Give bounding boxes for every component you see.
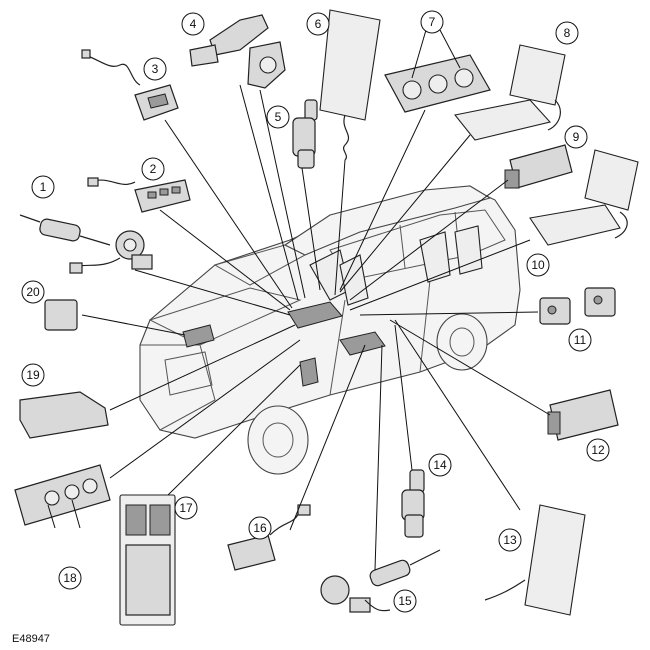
leader-lines	[47, 29, 551, 571]
callout-20: 20	[21, 280, 45, 304]
callout-9: 9	[564, 125, 588, 149]
component-12-module	[547, 389, 619, 441]
callout-number: 18	[63, 571, 77, 585]
component-9-control-module	[504, 144, 573, 189]
callout-8: 8	[555, 21, 579, 45]
callout-circle	[266, 105, 290, 129]
component-11-relays	[539, 287, 616, 325]
component-4-seat-module	[189, 14, 286, 89]
callout-5: 5	[266, 105, 290, 129]
callout-circle	[393, 589, 417, 613]
callout-number: 9	[573, 130, 580, 144]
component-8-rear-heater-mat	[454, 44, 566, 141]
component-16-seat-switch	[227, 504, 311, 571]
callout-number: 5	[275, 110, 282, 124]
callout-number: 15	[398, 594, 412, 608]
callout-circle	[141, 157, 165, 181]
callout-circle	[174, 496, 198, 520]
component-18-control-panel	[14, 464, 111, 526]
callout-19: 19	[21, 363, 45, 387]
callout-15: 15	[393, 589, 417, 613]
component-5-lumbar-motor	[292, 99, 318, 169]
callout-circle	[428, 453, 452, 477]
callout-12: 12	[586, 438, 610, 462]
callout-circle	[248, 516, 272, 540]
callout-number: 19	[26, 368, 40, 382]
callout-number: 12	[591, 443, 605, 457]
component-6-seat-heater-mat	[319, 9, 381, 161]
callout-number: 14	[433, 458, 447, 472]
callout-number: 1	[40, 180, 47, 194]
callout-10: 10	[526, 253, 550, 277]
callout-4: 4	[181, 12, 205, 36]
callout-circle	[420, 10, 444, 34]
callout-17: 17	[174, 496, 198, 520]
callout-circle	[306, 12, 330, 36]
callout-number: 13	[503, 533, 517, 547]
callout-number: 2	[150, 162, 157, 176]
callout-circle	[31, 175, 55, 199]
callout-11: 11	[568, 328, 592, 352]
callout-number: 8	[564, 26, 571, 40]
component-1-seat-motor-harness	[19, 214, 153, 274]
callout-3: 3	[143, 57, 167, 81]
callout-1: 1	[31, 175, 55, 199]
callout-number: 17	[179, 501, 193, 515]
callout-number: 20	[26, 285, 40, 299]
component-15-seat-motor-assembly	[320, 549, 441, 613]
callout-number: 4	[190, 17, 197, 31]
callout-6: 6	[306, 12, 330, 36]
figure-reference-code: E48947	[12, 633, 50, 645]
callout-circle	[555, 21, 579, 45]
component-13-seat-heater-mat	[484, 504, 586, 616]
callout-18: 18	[58, 566, 82, 590]
callout-number: 6	[315, 17, 322, 31]
vehicle-outline	[139, 185, 521, 475]
callout-16: 16	[248, 516, 272, 540]
callout-circle	[143, 57, 167, 81]
component-10-rear-seat-heater	[529, 149, 639, 246]
component-14-seat-motor	[401, 469, 425, 538]
callout-2: 2	[141, 157, 165, 181]
callout-circle	[586, 438, 610, 462]
callout-13: 13	[498, 528, 522, 552]
callout-14: 14	[428, 453, 452, 477]
callout-circle	[568, 328, 592, 352]
callout-number: 10	[531, 258, 545, 272]
component-20-relay	[44, 299, 78, 331]
component-3-seat-switch-bezel	[81, 49, 179, 121]
callout-circle	[58, 566, 82, 590]
callout-circle	[181, 12, 205, 36]
callout-circle	[21, 280, 45, 304]
callout-number: 11	[574, 333, 587, 347]
callout-number: 3	[152, 62, 159, 76]
component-7-heater-control	[384, 54, 491, 113]
callout-number: 7	[429, 15, 436, 29]
callout-circle	[498, 528, 522, 552]
callout-circle	[564, 125, 588, 149]
callout-circle	[21, 363, 45, 387]
callout-number: 16	[253, 521, 267, 535]
callout-circle	[526, 253, 550, 277]
component-2-seat-switch	[87, 177, 191, 213]
component-19-control-module	[19, 391, 109, 439]
component-17-fuse-box	[119, 494, 176, 626]
callout-7: 7	[420, 10, 444, 34]
